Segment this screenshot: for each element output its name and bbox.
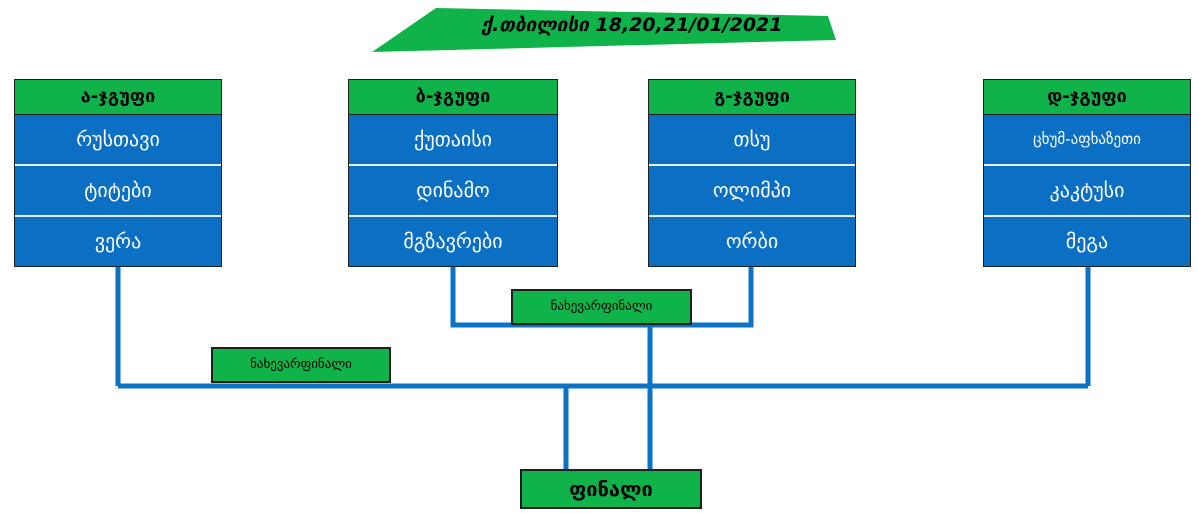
group-b-team-1: ქუთაისი <box>349 115 557 166</box>
group-g-team-2: ოლიმპი <box>649 166 855 217</box>
banner-shape <box>372 8 836 52</box>
group-g: გ-ჯგუფი თსუ ოლიმპი ორბი <box>648 79 856 267</box>
title-banner: ქ.თბილისი 18,20,21/01/2021 <box>372 4 836 54</box>
group-d-title: დ-ჯგუფი <box>984 80 1190 115</box>
group-a: ა-ჯგუფი რუსთავი ტიტები ვერა <box>14 79 222 267</box>
group-a-team-3: ვერა <box>94 229 142 253</box>
banner-text: ქ.თბილისი 18,20,21/01/2021 <box>481 14 783 36</box>
group-g-title: გ-ჯგუფი <box>649 80 855 115</box>
group-g-team-1: თსუ <box>649 115 855 166</box>
group-d-team-3: მეგა <box>1065 229 1109 253</box>
group-b-team-2: დინამო <box>349 166 557 217</box>
group-b-title: ბ-ჯგუფი <box>349 80 557 115</box>
group-d-team-2: კაკტუსი <box>984 166 1190 217</box>
semifinal-middle-label: ნახევარფინალი <box>511 289 692 325</box>
final-label: ფინალი <box>520 469 702 509</box>
semifinal-left-label: ნახევარფინალი <box>211 347 391 383</box>
line-bg-bracket <box>450 266 754 328</box>
group-a-team-2: ტიტები <box>15 166 221 217</box>
group-d-team-1: ცხუმ-აფხაზეთი <box>984 115 1190 166</box>
group-a-title: ა-ჯგუფი <box>15 80 221 115</box>
group-b-team-3: მგზავრები <box>403 229 503 253</box>
group-d: დ-ჯგუფი ცხუმ-აფხაზეთი კაკტუსი მეგა <box>983 79 1191 267</box>
group-a-team-1: რუსთავი <box>15 115 221 166</box>
group-b: ბ-ჯგუფი ქუთაისი დინამო მგზავრები <box>348 79 558 267</box>
group-g-team-3: ორბი <box>725 229 779 253</box>
